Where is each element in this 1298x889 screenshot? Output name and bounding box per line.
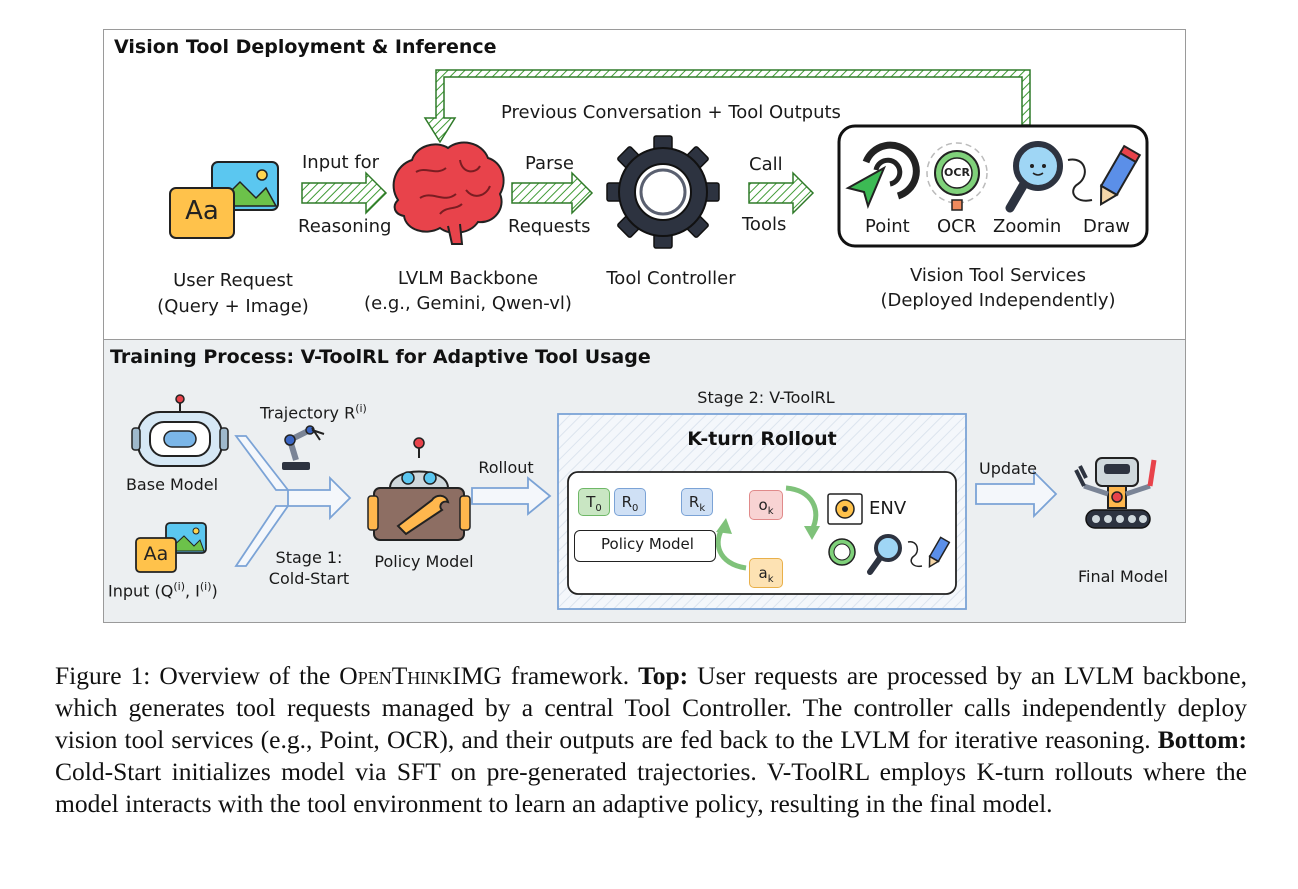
arrow2-top-label: Parse <box>525 153 574 174</box>
policy-model-icon <box>367 437 471 541</box>
input-icon-letters: Aa <box>143 543 169 565</box>
point-icon <box>845 141 920 210</box>
arrow1-top-label: Input for <box>302 152 380 173</box>
pencil-icon <box>1067 144 1142 207</box>
kturn-title: K-turn Rollout <box>687 428 837 450</box>
trajectory-label: Trajectory R(i) <box>260 402 367 423</box>
final-model-icon <box>1074 457 1157 529</box>
rollout-arrow <box>471 476 552 516</box>
input-label: Input (Q(i), I(i)) <box>108 580 218 601</box>
update-arrow <box>975 469 1058 519</box>
mini-ocr-icon <box>828 538 856 566</box>
bottom-panel-title: Training Process: V-ToolRL for Adaptive … <box>110 346 651 368</box>
image-text-icon <box>169 161 279 239</box>
tool-label-ocr: OCR <box>937 216 977 237</box>
tool-label-zoomin: Zoomin <box>993 216 1062 237</box>
merge-arrow <box>234 435 352 567</box>
inner-policy-box <box>574 530 716 562</box>
chip-ak: ak <box>749 558 783 588</box>
ocr-icon <box>926 142 988 211</box>
ocr-icon-text: OCR <box>944 166 970 179</box>
cycle-arrows <box>715 485 820 571</box>
stage1-sublabel: Cold-Start <box>268 569 350 588</box>
arrow1-bottom-label: Reasoning <box>298 216 392 237</box>
services-sublabel: (Deployed Independently) <box>880 290 1116 311</box>
tool-label-point: Point <box>865 216 910 237</box>
services-label: Vision Tool Services <box>909 265 1087 286</box>
top-panel-title: Vision Tool Deployment & Inference <box>114 36 497 58</box>
arrow-input-reasoning <box>301 171 388 215</box>
user-request-sublabel: (Query + Image) <box>157 296 309 317</box>
mini-magnifier-icon <box>867 534 902 575</box>
image-text-icon-letters: Aa <box>185 196 219 226</box>
user-request-label: User Request <box>173 270 293 291</box>
update-label: Update <box>979 459 1037 478</box>
stage2-label: Stage 2: V-ToolRL <box>697 388 835 407</box>
arrow-parse-requests <box>511 171 594 215</box>
stage1-label: Stage 1: <box>275 548 343 567</box>
policy-model-label: Policy Model <box>374 552 474 571</box>
base-model-icon <box>131 394 229 467</box>
mini-pencil-icon <box>907 536 951 569</box>
figure-caption: Figure 1: Overview of the OpenThinkIMG f… <box>55 661 1247 818</box>
arrow2-bottom-label: Requests <box>508 216 591 237</box>
backbone-sublabel: (e.g., Gemini, Qwen-vl) <box>364 293 572 314</box>
chip-t0: T0 <box>578 488 610 516</box>
chip-r0: R0 <box>614 488 646 516</box>
arrow3-top-label: Call <box>749 154 783 175</box>
brain-icon <box>392 141 505 245</box>
inner-policy-label: Policy Model <box>601 535 694 553</box>
tool-controller-label: Tool Controller <box>606 268 736 289</box>
chip-ok: ok <box>749 490 783 520</box>
robot-arm-icon <box>282 425 325 470</box>
gear-icon <box>606 135 720 249</box>
arrow-call-tools <box>748 171 815 215</box>
tools-box <box>837 124 1149 248</box>
rollout-label: Rollout <box>478 458 534 477</box>
feedback-arrow <box>423 69 1031 144</box>
tool-label-draw: Draw <box>1083 216 1131 237</box>
magnifier-icon <box>1005 141 1063 213</box>
feedback-label: Previous Conversation + Tool Outputs <box>501 102 841 123</box>
final-model-label: Final Model <box>1078 567 1168 586</box>
chip-rk: Rk <box>681 488 713 516</box>
input-image-icon <box>135 522 207 573</box>
backbone-label: LVLM Backbone <box>397 268 539 289</box>
env-label: ENV <box>869 498 907 519</box>
env-icon <box>827 493 863 525</box>
arrow3-bottom-label: Tools <box>742 214 787 235</box>
base-model-label: Base Model <box>125 475 219 494</box>
